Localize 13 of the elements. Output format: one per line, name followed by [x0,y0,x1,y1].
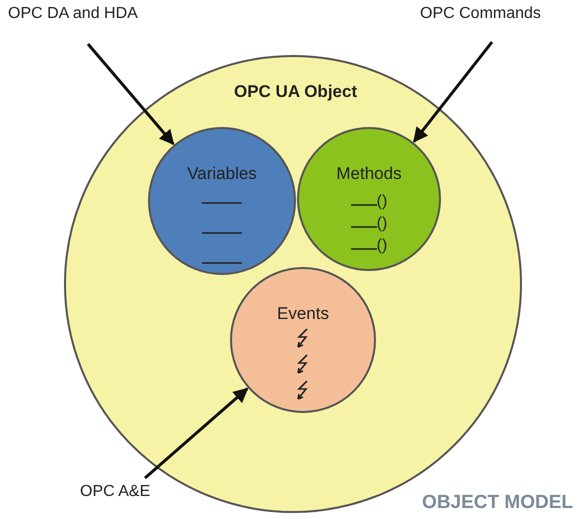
diagram-caption: OBJECT MODEL [422,490,573,514]
parentheses: () [376,238,388,254]
source-label: OPC Commands [420,4,541,24]
arrow [412,41,494,143]
circle-title: Events [277,303,329,324]
circle-title: Variables [187,163,257,184]
circle-title: OPC UA Object [234,81,358,103]
arrow [86,43,174,146]
source-label: OPC DA and HDA [8,4,138,24]
parentheses: () [376,216,388,232]
circle-title: Methods [336,163,402,184]
source-label: OPC A&E [80,482,150,502]
parentheses: () [376,194,388,210]
